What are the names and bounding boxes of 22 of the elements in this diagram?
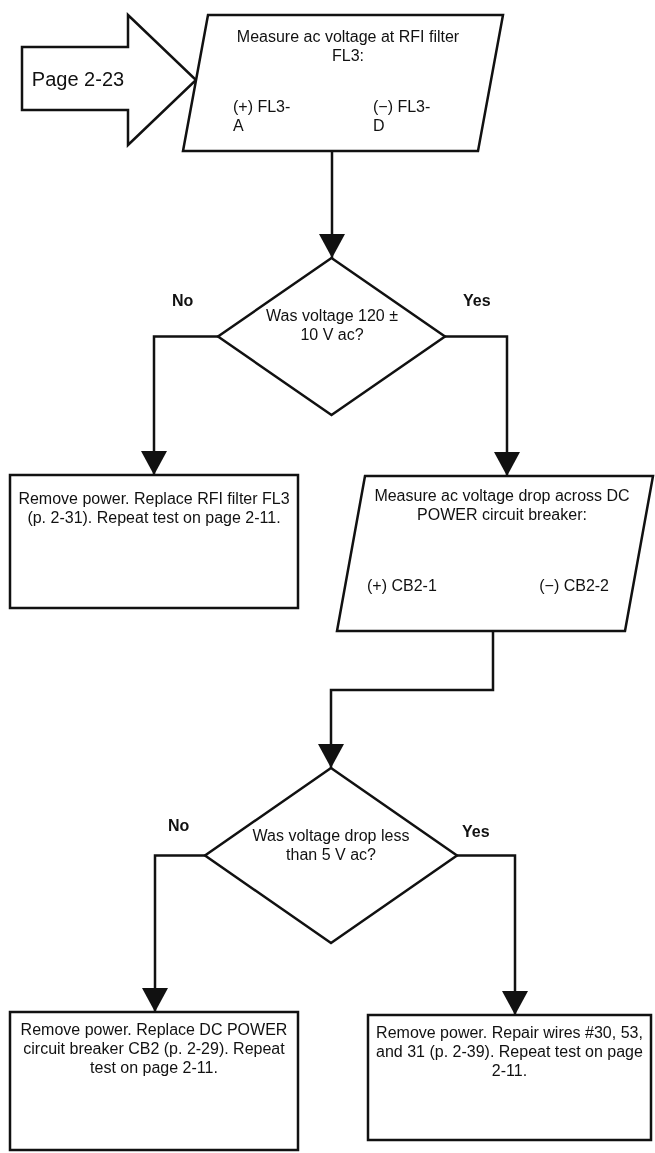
arrow: [141, 335, 218, 475]
edge-label: No: [172, 292, 194, 310]
node-text: (+) CB2-1: [367, 576, 437, 596]
arrow: [318, 631, 495, 768]
node-text: (−) FL3-D: [373, 97, 432, 136]
node-text: Was voltage drop less than 5 V ac?: [251, 826, 411, 865]
arrow: [142, 854, 205, 1012]
node-text: Was voltage 120 ± 10 V ac?: [265, 306, 399, 345]
node-text: Remove power. Repair wires #30, 53, and 31 (p. 2-39). Repeat test on page 2-11.: [376, 1023, 643, 1081]
arrow: [319, 151, 345, 258]
edge-label: Yes: [463, 292, 491, 310]
node-text: Remove power. Replace RFI filter FL3 (p. 2-31). Repeat test on page 2-11.: [18, 489, 290, 528]
node-text: Measure ac voltage at RFI filter FL3:: [235, 27, 461, 66]
edge-label: No: [168, 817, 190, 835]
edge-label: Yes: [462, 823, 490, 841]
arrow: [457, 854, 528, 1015]
page-reference: Page 2-23: [30, 67, 126, 91]
arrow: [445, 335, 520, 476]
node-text: Measure ac voltage drop across DC POWER circuit breaker:: [373, 486, 631, 525]
node-text: (+) FL3-A: [233, 97, 292, 136]
node-text: Remove power. Replace DC POWER circuit breaker CB2 (p. 2-29). Repeat test on page 2-11.: [19, 1020, 289, 1078]
node-text: (−) CB2-2: [539, 576, 609, 596]
